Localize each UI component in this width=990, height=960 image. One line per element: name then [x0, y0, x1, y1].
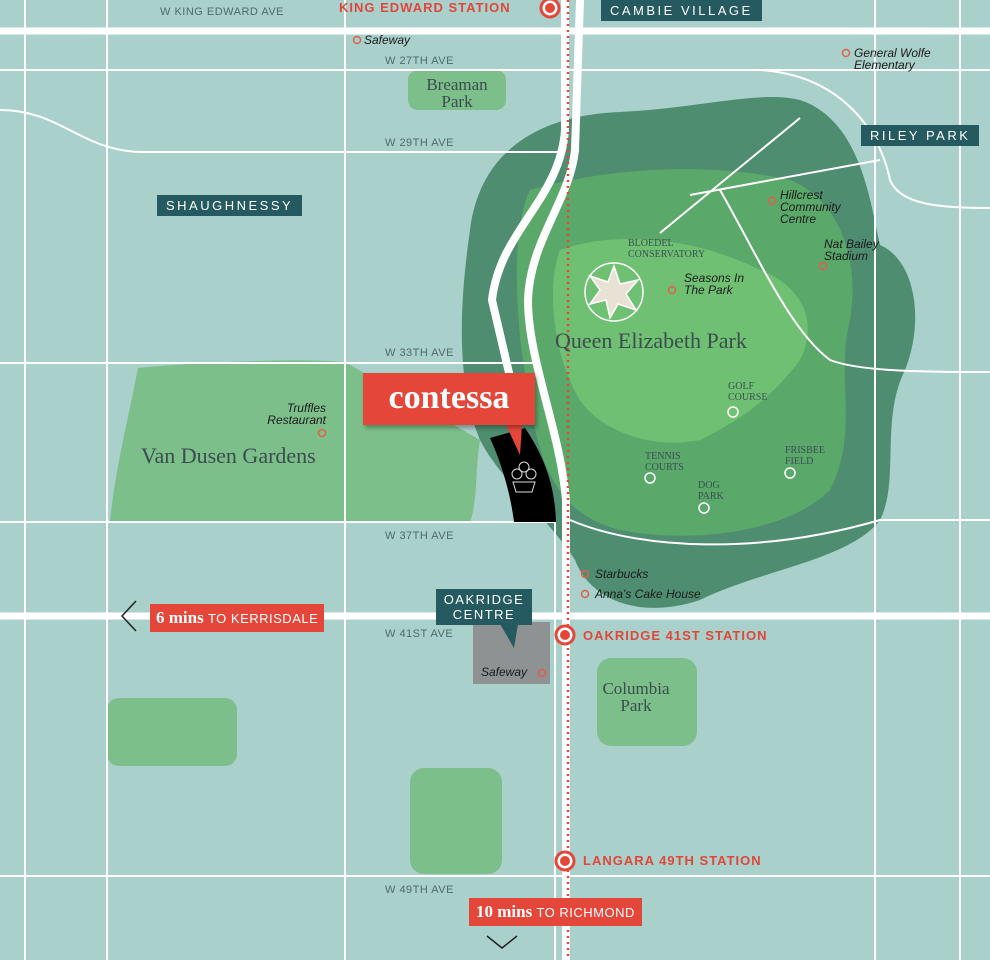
- park-south: [410, 768, 502, 874]
- columbia-park: [597, 658, 697, 746]
- richmond-dest: TO RICHMOND: [536, 905, 635, 920]
- poi-general-wolfe: General Wolfe Elementary: [854, 46, 931, 72]
- bloedel-conservatory-icon: [584, 262, 644, 322]
- poi-annas-cake-house: Anna's Cake House: [595, 587, 701, 601]
- richmond-time: 10 mins: [476, 902, 533, 921]
- station-king-edward[interactable]: KING EDWARD STATION: [339, 0, 511, 15]
- street-label-37th: W 37TH AVE: [385, 530, 454, 542]
- street-label-king-edward: W KING EDWARD AVE: [160, 6, 285, 18]
- richmond-travel-callout[interactable]: 10 mins TO RICHMOND: [469, 898, 642, 926]
- neighbourhood-cambie-village: CAMBIE VILLAGE: [601, 0, 762, 21]
- poi-markers: [317, 35, 851, 678]
- poi-nat-bailey: Nat Bailey Stadium: [824, 237, 879, 263]
- neighbourhood-shaughnessy: SHAUGHNESSY: [157, 195, 303, 216]
- poi-safeway-north: Safeway: [364, 33, 411, 47]
- neighbourhood-oakridge-centre: OAKRIDGE CENTRE: [436, 589, 532, 625]
- poi-truffles: Truffles Restaurant: [267, 401, 326, 427]
- breaman-park: [408, 70, 506, 110]
- poi-safeway-oakridge: Safeway: [481, 665, 528, 679]
- kerrisdale-dest: TO KERRISDALE: [207, 611, 319, 626]
- amenity-golf: GOLF COURSE: [728, 381, 768, 403]
- amenity-dog-park: DOG PARK: [698, 480, 724, 502]
- amenity-frisbee: FRISBEE FIELD: [785, 445, 826, 467]
- amenity-bloedel: BLOEDEL CONSERVATORY: [628, 238, 706, 260]
- amenity-tennis: TENNIS COURTS: [645, 451, 684, 473]
- park-southwest: [107, 698, 237, 766]
- street-label-27th: W 27TH AVE: [385, 55, 454, 67]
- contessa-site: [490, 428, 556, 522]
- chevron-left-icon[interactable]: [120, 600, 137, 632]
- street-label-33th: W 33TH AVE: [385, 347, 454, 359]
- park-label-van-dusen: Van Dusen Gardens: [141, 443, 316, 468]
- street-label-49th: W 49TH AVE: [385, 884, 454, 896]
- chevron-down-icon[interactable]: [486, 935, 518, 949]
- street-label-29th: W 29TH AVE: [385, 137, 454, 149]
- kerrisdale-time: 6 mins: [156, 608, 204, 627]
- park-label-queen-elizabeth: Queen Elizabeth Park: [555, 328, 747, 353]
- park-label-breaman: Breaman Park: [426, 75, 488, 111]
- station-langara[interactable]: LANGARA 49TH STATION: [583, 853, 762, 868]
- contessa-label[interactable]: contessa: [363, 373, 535, 425]
- oakridge-pointer: [500, 624, 518, 648]
- poi-hillcrest: Hillcrest Community Centre: [780, 188, 841, 226]
- neighbourhood-riley-park: RILEY PARK: [861, 125, 980, 146]
- park-label-columbia: Columbia Park: [602, 679, 670, 715]
- poi-seasons-in-the-park: Seasons In The Park: [684, 271, 745, 297]
- station-markers: [539, 0, 576, 872]
- contessa-logo-icon: [511, 461, 537, 493]
- kerrisdale-travel-callout[interactable]: 6 mins TO KERRISDALE: [150, 604, 325, 632]
- amenity-markers: [644, 406, 796, 514]
- poi-starbucks: Starbucks: [595, 567, 649, 581]
- contessa-pointer: [506, 425, 522, 455]
- station-oakridge[interactable]: OAKRIDGE 41ST STATION: [583, 628, 768, 643]
- street-label-41st: W 41ST AVE: [385, 628, 454, 640]
